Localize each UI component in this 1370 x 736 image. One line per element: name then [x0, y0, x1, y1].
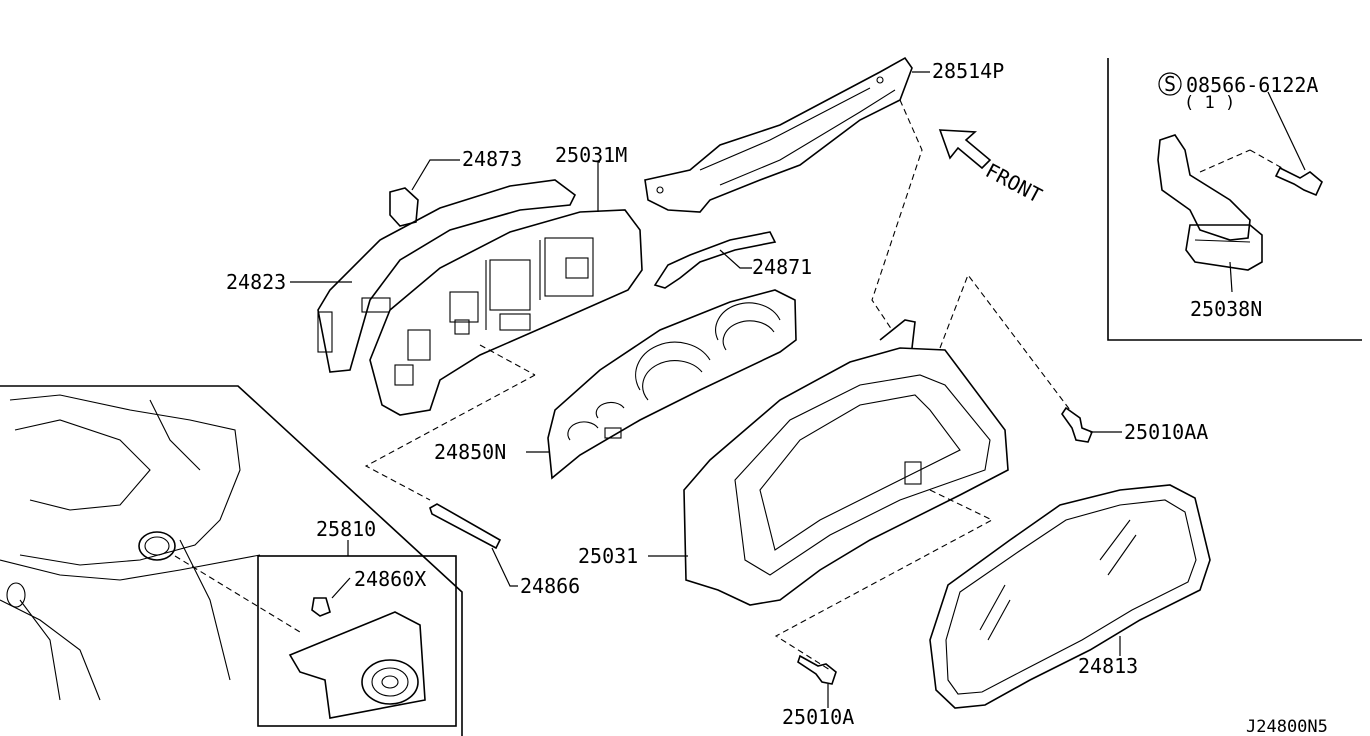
part-24871: 24871 — [653, 231, 812, 289]
label-08566-6122a: 08566-6122A — [1186, 73, 1318, 97]
front-label: FRONT — [982, 158, 1046, 207]
part-25010aa: 25010AA — [1061, 406, 1208, 444]
inset-box-25038n: S 08566-6122A ( 1 ) 25038N — [1107, 58, 1362, 341]
part-28514p: 28514P — [644, 56, 1004, 213]
part-24873: 24873 — [389, 147, 522, 227]
drawing-code: J24800N5 — [1246, 717, 1328, 736]
label-24813: 24813 — [1078, 654, 1138, 678]
s-symbol-icon — [1158, 72, 1182, 96]
part-24866: 24866 — [429, 503, 580, 598]
part-25031: 25031 — [578, 273, 1071, 671]
label-24850n: 24850N — [434, 440, 506, 464]
label-24866: 24866 — [520, 574, 580, 598]
label-25038n: 25038N — [1190, 297, 1262, 321]
label-24873: 24873 — [462, 147, 522, 171]
label-08566-qty: ( 1 ) — [1184, 93, 1235, 113]
label-08566-prefix: S — [1164, 72, 1176, 96]
label-24871: 24871 — [752, 255, 812, 279]
label-25810: 25810 — [316, 517, 376, 541]
front-arrow: FRONT — [938, 129, 1046, 208]
label-25010aa: 25010AA — [1124, 420, 1208, 444]
label-28514p: 28514P — [932, 59, 1004, 83]
label-24860x: 24860X — [354, 567, 426, 591]
label-25010a: 25010A — [782, 705, 854, 729]
part-24823: 24823 — [226, 179, 577, 373]
part-25031m: 25031M — [364, 143, 643, 501]
label-25031: 25031 — [578, 544, 638, 568]
part-24813: 24813 — [929, 484, 1211, 709]
part-24850n: 24850N — [434, 289, 797, 480]
part-25010a: 25010A — [782, 654, 854, 729]
inset-dashboard-view: 25810 24860X — [0, 385, 463, 736]
label-25031m: 25031M — [555, 143, 627, 167]
label-24823: 24823 — [226, 270, 286, 294]
